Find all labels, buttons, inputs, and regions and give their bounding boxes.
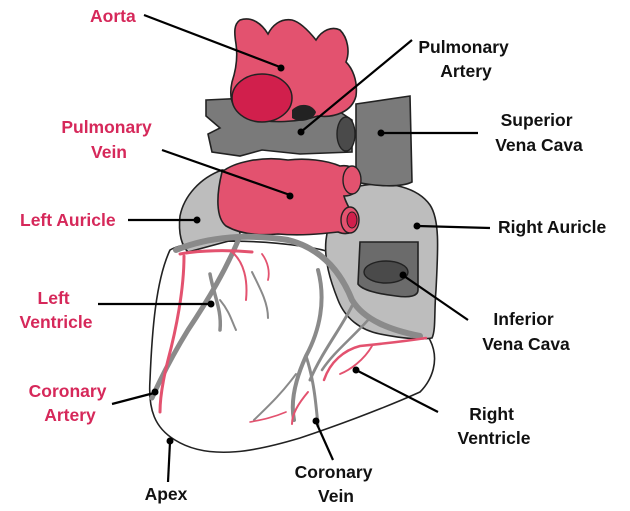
label-coronary-vein: Coronary Vein <box>295 462 378 506</box>
heart-illustration <box>150 19 438 452</box>
label-superior-vena-cava: Superior Vena Cava <box>495 110 583 155</box>
label-apex: Apex <box>145 484 188 504</box>
label-inferior-vena-cava: Inferior Vena Cava <box>482 309 570 354</box>
label-pulmonary-vein: Pulmonary Vein <box>61 117 156 162</box>
label-coronary-artery: Coronary Artery <box>29 381 112 425</box>
label-left-auricle: Left Auricle <box>20 210 116 230</box>
label-aorta: Aorta <box>90 6 136 26</box>
label-left-ventricle: Left Ventricle <box>20 288 93 332</box>
superior-vena-cava-shape <box>356 96 412 186</box>
label-right-ventricle: Right Ventricle <box>458 404 531 448</box>
label-right-auricle: Right Auricle <box>498 217 607 237</box>
label-pulmonary-artery: Pulmonary Artery <box>418 37 513 81</box>
